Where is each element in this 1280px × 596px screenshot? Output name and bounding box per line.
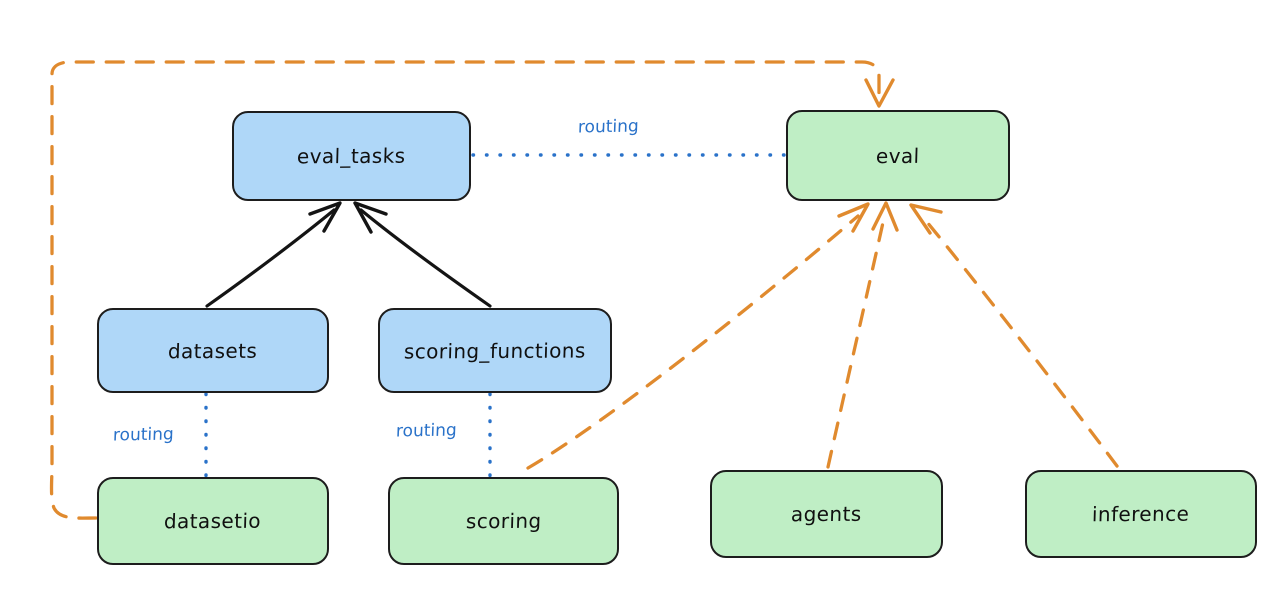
node-datasetio[interactable]: datasetio [97, 477, 329, 565]
node-label: eval [875, 143, 921, 168]
node-label: datasetio [164, 508, 262, 534]
node-datasets[interactable]: datasets [97, 308, 329, 393]
edge-datasetio-to-eval [49, 60, 895, 520]
node-scoring[interactable]: scoring [388, 477, 619, 565]
edge-inference-to-eval [909, 203, 1119, 468]
edge-agents-to-eval [826, 201, 899, 469]
node-label: inference [1092, 501, 1190, 527]
node-label: datasets [168, 338, 258, 363]
node-inference[interactable]: inference [1025, 470, 1257, 558]
edge-scoring_functions-to-eval_tasks [353, 201, 492, 308]
edge-label-routing-eval-tasks-eval: routing [577, 116, 640, 138]
node-label: eval_tasks [296, 143, 407, 169]
node-eval-tasks[interactable]: eval_tasks [232, 111, 471, 201]
node-agents[interactable]: agents [710, 470, 943, 558]
node-label: scoring_functions [403, 337, 587, 364]
node-scoring-functions[interactable]: scoring_functions [378, 308, 612, 393]
edge-scoring-to-eval [526, 202, 870, 470]
node-label: scoring [465, 508, 542, 534]
edge-label-routing-scoring-functions-scoring: routing [395, 420, 458, 442]
edge-label-routing-datasets-datasetio: routing [112, 424, 175, 446]
node-label: agents [790, 501, 863, 527]
node-eval[interactable]: eval [786, 110, 1010, 201]
edge-datasets-to-eval_tasks [205, 201, 342, 308]
